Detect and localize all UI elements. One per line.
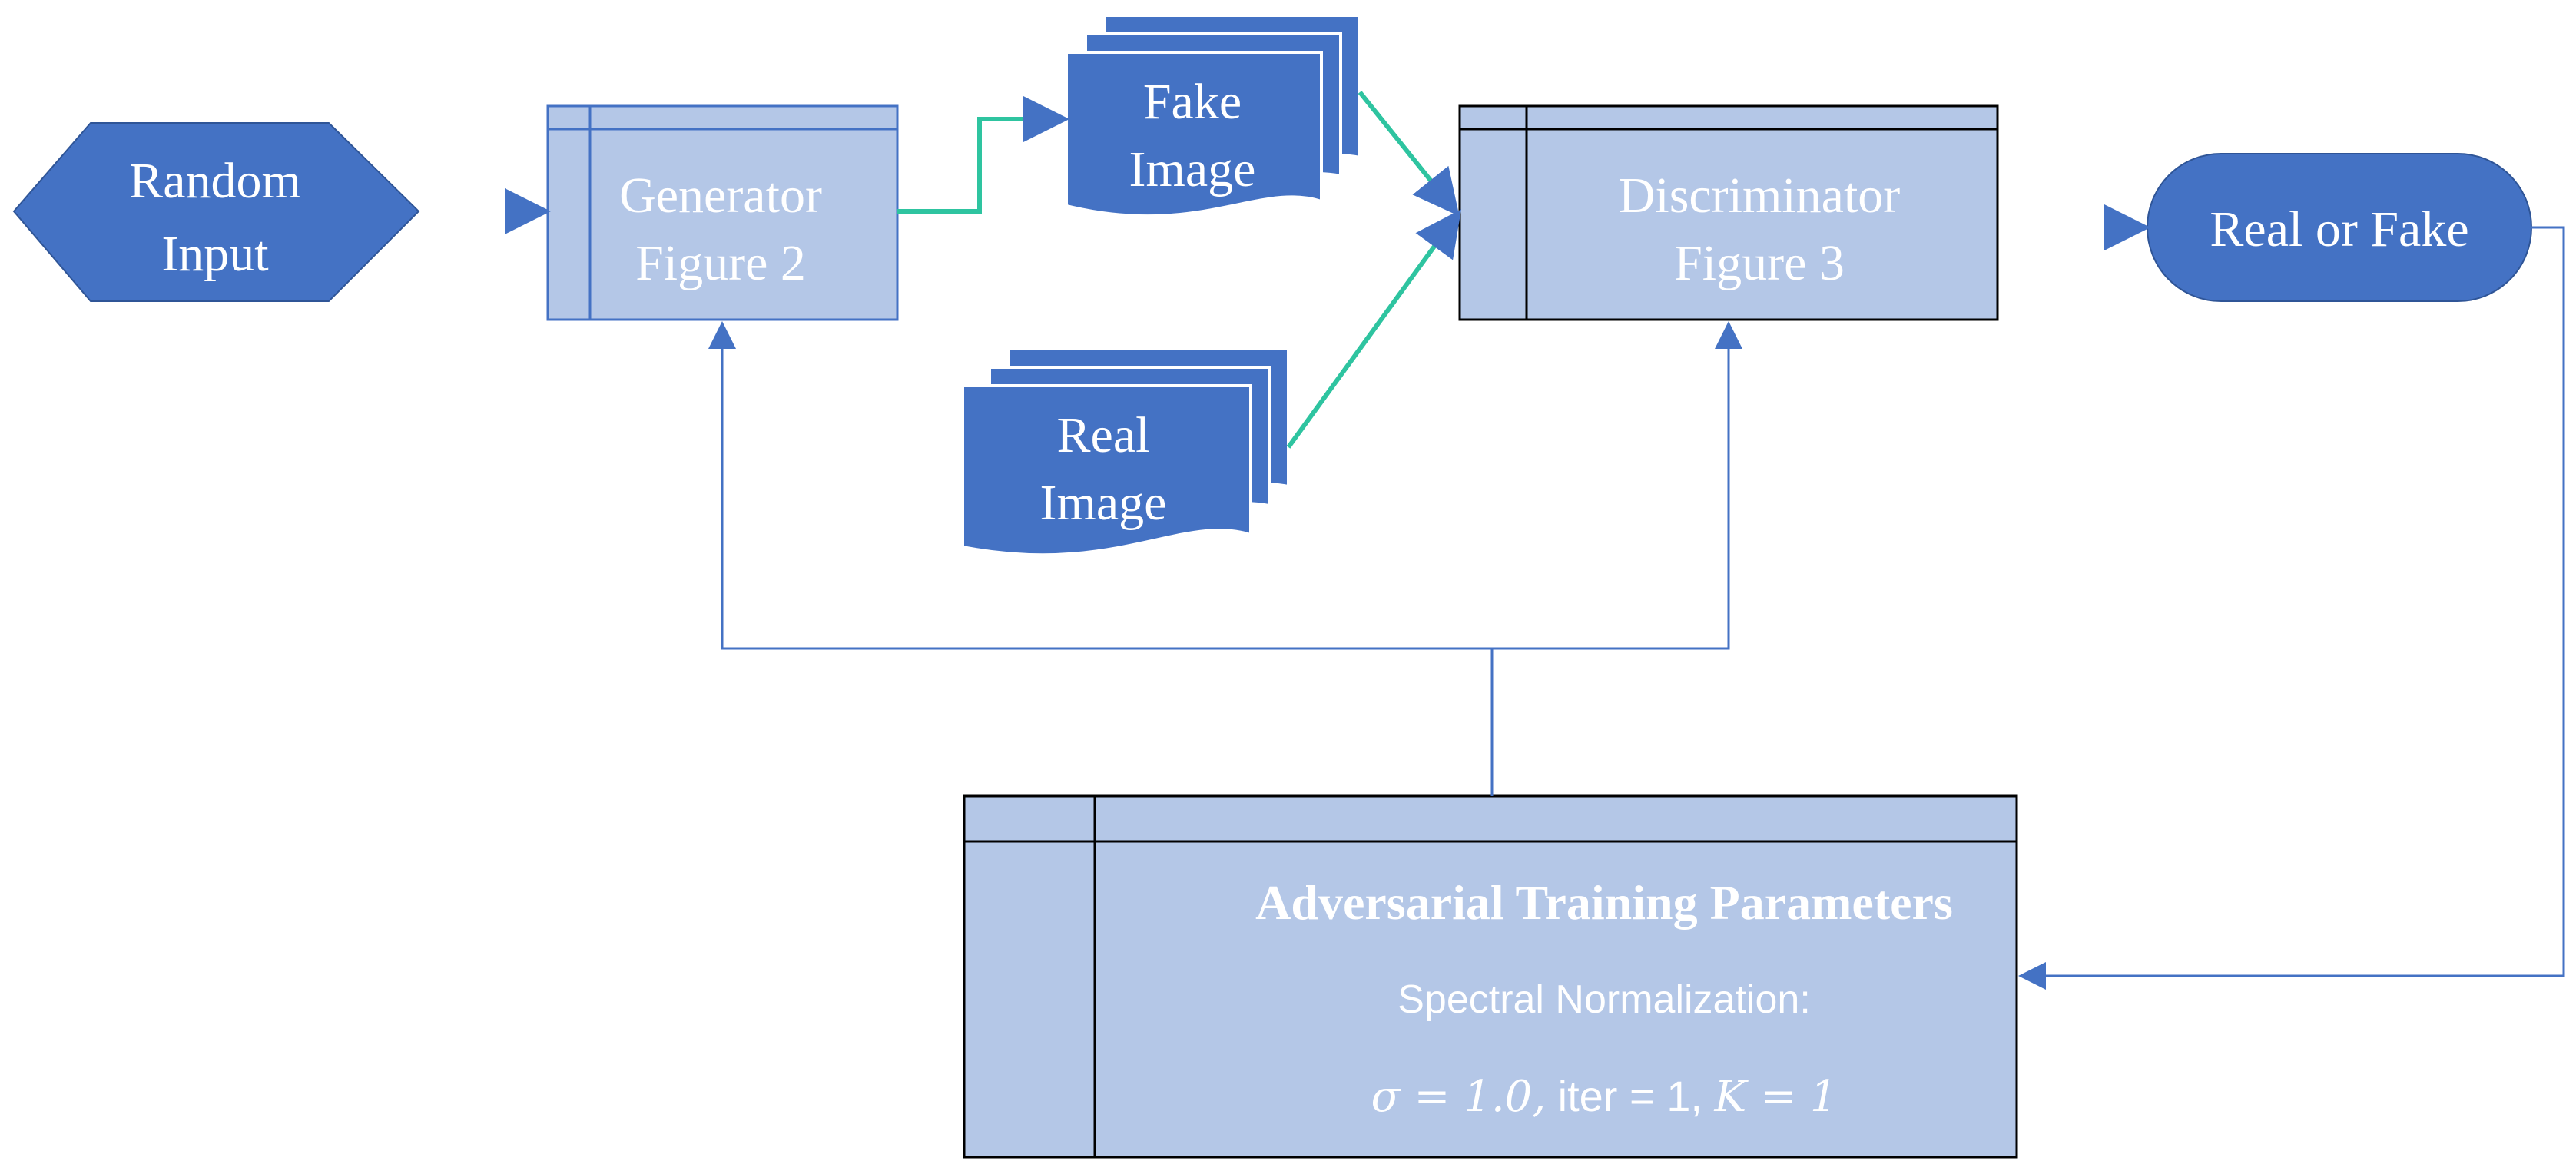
real-or-fake-node: Real or Fake bbox=[2147, 153, 2532, 302]
random-input-node: Random Input bbox=[12, 122, 420, 302]
formula-sigma: σ = 1.0, bbox=[1371, 1072, 1546, 1122]
real-image-node: Real Image bbox=[961, 347, 1290, 557]
connector-output-to-training bbox=[2018, 226, 2565, 990]
spectral-normalization-formula: σ = 1.0, iter = 1, K = 1 bbox=[1371, 1072, 1837, 1122]
connector-training-to-generator bbox=[708, 321, 1492, 650]
generator-label-line2: Figure 2 bbox=[635, 235, 806, 291]
training-parameters-node: Adversarial Training Parameters Spectral… bbox=[963, 794, 2018, 1159]
connector-fake-to-discriminator bbox=[1358, 91, 1460, 217]
discriminator-node: Discriminator Figure 3 bbox=[1458, 104, 1999, 321]
fake-image-label-line2: Image bbox=[1129, 141, 1256, 197]
connector-training-to-discriminator bbox=[1492, 321, 1742, 650]
discriminator-label-line1: Discriminator bbox=[1619, 168, 1901, 224]
generator-node: Generator Figure 2 bbox=[546, 104, 899, 321]
formula-k: K = 1 bbox=[1714, 1072, 1838, 1122]
real-image-label-line2: Image bbox=[1040, 475, 1167, 531]
discriminator-label-line2: Figure 3 bbox=[1674, 235, 1845, 291]
real-image-label-line1: Real bbox=[1057, 407, 1150, 463]
formula-iter: iter = 1, bbox=[1546, 1072, 1714, 1120]
random-input-label-line1: Random bbox=[129, 153, 301, 209]
generator-label-line1: Generator bbox=[619, 168, 822, 224]
random-input-label-line2: Input bbox=[161, 226, 268, 282]
training-parameters-title: Adversarial Training Parameters bbox=[1255, 875, 1953, 930]
fake-image-label-line1: Fake bbox=[1143, 74, 1242, 130]
connector-generator-to-fake bbox=[897, 96, 1069, 214]
spectral-normalization-label: Spectral Normalization: bbox=[1397, 977, 1811, 1022]
real-or-fake-label: Real or Fake bbox=[2210, 201, 2468, 257]
fake-image-node: Fake Image bbox=[1065, 14, 1361, 218]
connectors bbox=[419, 91, 2565, 990]
connector-real-to-discriminator bbox=[1286, 209, 1462, 449]
